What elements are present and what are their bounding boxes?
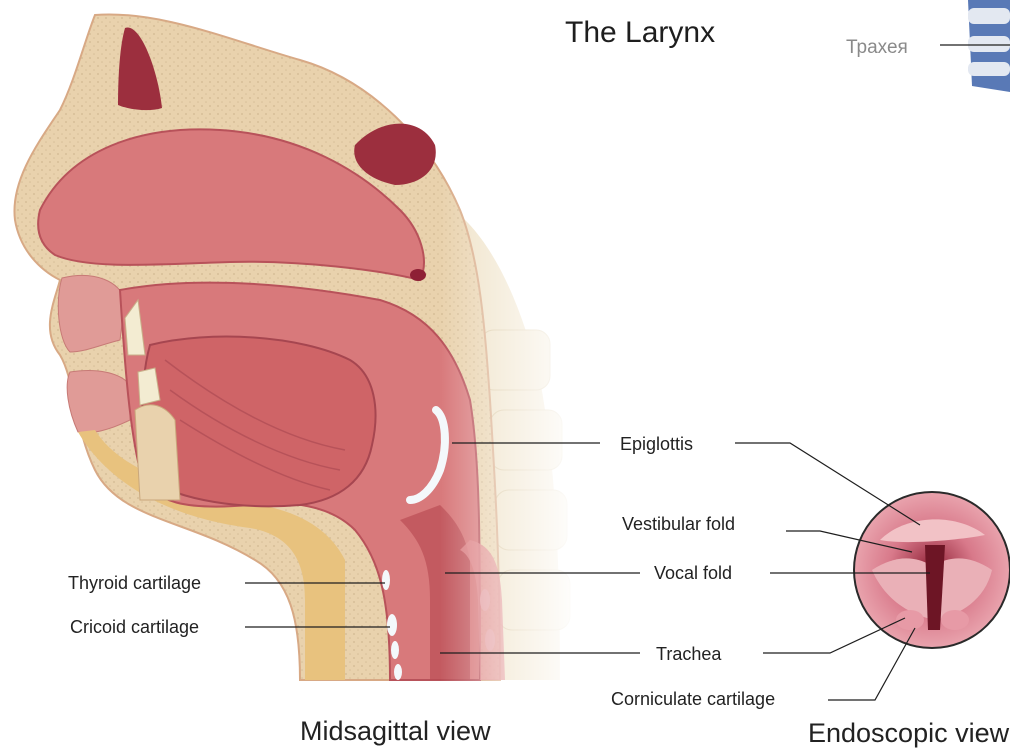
label-epiglottis: Epiglottis — [620, 435, 693, 453]
endoscopic-circle — [854, 492, 1010, 648]
label-trakheya: Трахея — [846, 38, 908, 57]
midsagittal-view-caption: Midsagittal view — [300, 718, 491, 745]
endoscopic-view-caption: Endoscopic view — [808, 720, 1009, 747]
label-thyroid-cartilage: Thyroid cartilage — [68, 574, 201, 592]
trachea-thumbnail — [968, 0, 1010, 92]
diagram-title: The Larynx — [565, 18, 715, 48]
label-vestibular-fold: Vestibular fold — [622, 515, 735, 533]
label-cricoid-cartilage: Cricoid cartilage — [70, 618, 199, 636]
label-vocal-fold: Vocal fold — [654, 564, 732, 582]
label-trachea: Trachea — [656, 645, 721, 663]
label-corniculate-cartilage: Corniculate cartilage — [611, 690, 775, 708]
